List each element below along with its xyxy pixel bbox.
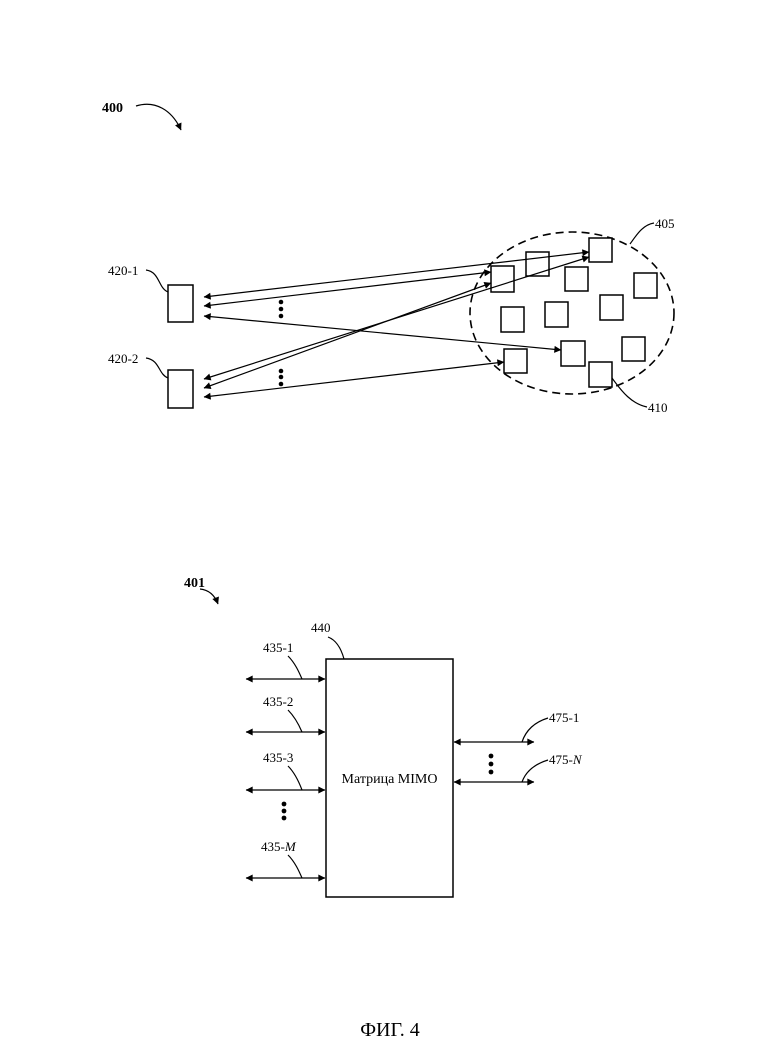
port-435-m-label: 435-M [261, 839, 297, 854]
antenna-element [526, 252, 549, 276]
block-440-leader [328, 637, 344, 659]
port-475-1-label: 475-1 [549, 710, 579, 725]
ellipsis-dot [282, 809, 287, 814]
antenna-element [491, 266, 514, 292]
ellipsis-dot [489, 770, 494, 775]
figure-401: 401 Матрица MIMO 440 435-1 435-2 435-3 4… [184, 576, 583, 897]
ellipsis-dot [279, 307, 284, 312]
element-410-leader [612, 378, 647, 407]
element-410-label: 410 [648, 400, 668, 415]
antenna-element [634, 273, 657, 298]
figure-caption: ФИГ. 4 [360, 1019, 420, 1041]
ellipsis-dot [282, 816, 287, 821]
device-420-1 [168, 285, 193, 322]
figure-400: 400 420-1 420-2 405 410 [102, 101, 675, 415]
link-arrow [204, 283, 491, 388]
port-435-1-label: 435-1 [263, 640, 293, 655]
ref-401-leader-arrow [200, 589, 218, 604]
port-475-n-index: N [572, 752, 583, 767]
port-475-n-prefix: 475- [549, 752, 573, 767]
cluster-405-label: 405 [655, 216, 675, 231]
link-arrow [204, 272, 491, 306]
port-435-3-label: 435-3 [263, 750, 293, 765]
port-435-m-index: M [284, 839, 297, 854]
port-435-3-leader [288, 766, 302, 790]
antenna-element [589, 238, 612, 262]
antenna-element [622, 337, 645, 361]
ellipsis-dot [489, 754, 494, 759]
block-440-label: 440 [311, 620, 331, 635]
antenna-element-410 [589, 362, 612, 387]
port-475-n-leader [522, 760, 548, 782]
port-475-n-label: 475-N [549, 752, 583, 767]
device-420-2-label: 420-2 [108, 351, 138, 366]
antenna-element [561, 341, 585, 366]
port-435-m-leader [288, 855, 302, 878]
antenna-element [565, 267, 588, 291]
port-435-2-label: 435-2 [263, 694, 293, 709]
ellipsis-dot [279, 369, 284, 374]
ref-400-leader-arrow [136, 104, 181, 130]
ref-400-label: 400 [102, 101, 123, 116]
cluster-405-leader [630, 223, 654, 244]
antenna-element [600, 295, 623, 320]
ellipsis-dot [279, 314, 284, 319]
port-435-2-leader [288, 710, 302, 732]
device-420-1-label: 420-1 [108, 263, 138, 278]
ellipsis-dot [279, 300, 284, 305]
antenna-element [501, 307, 524, 332]
device-420-2-leader [146, 358, 168, 378]
link-arrow [204, 362, 504, 397]
device-420-2 [168, 370, 193, 408]
port-435-1-leader [288, 656, 302, 679]
ellipsis-dot [279, 375, 284, 380]
ellipsis-dot [279, 382, 284, 387]
port-435-m-prefix: 435- [261, 839, 285, 854]
mimo-matrix-label: Матрица MIMO [342, 772, 438, 787]
antenna-element [504, 349, 527, 373]
antenna-element [545, 302, 568, 327]
ellipsis-dot [489, 762, 494, 767]
ellipsis-dot [282, 802, 287, 807]
device-420-1-leader [146, 270, 168, 292]
port-475-1-leader [522, 718, 548, 742]
